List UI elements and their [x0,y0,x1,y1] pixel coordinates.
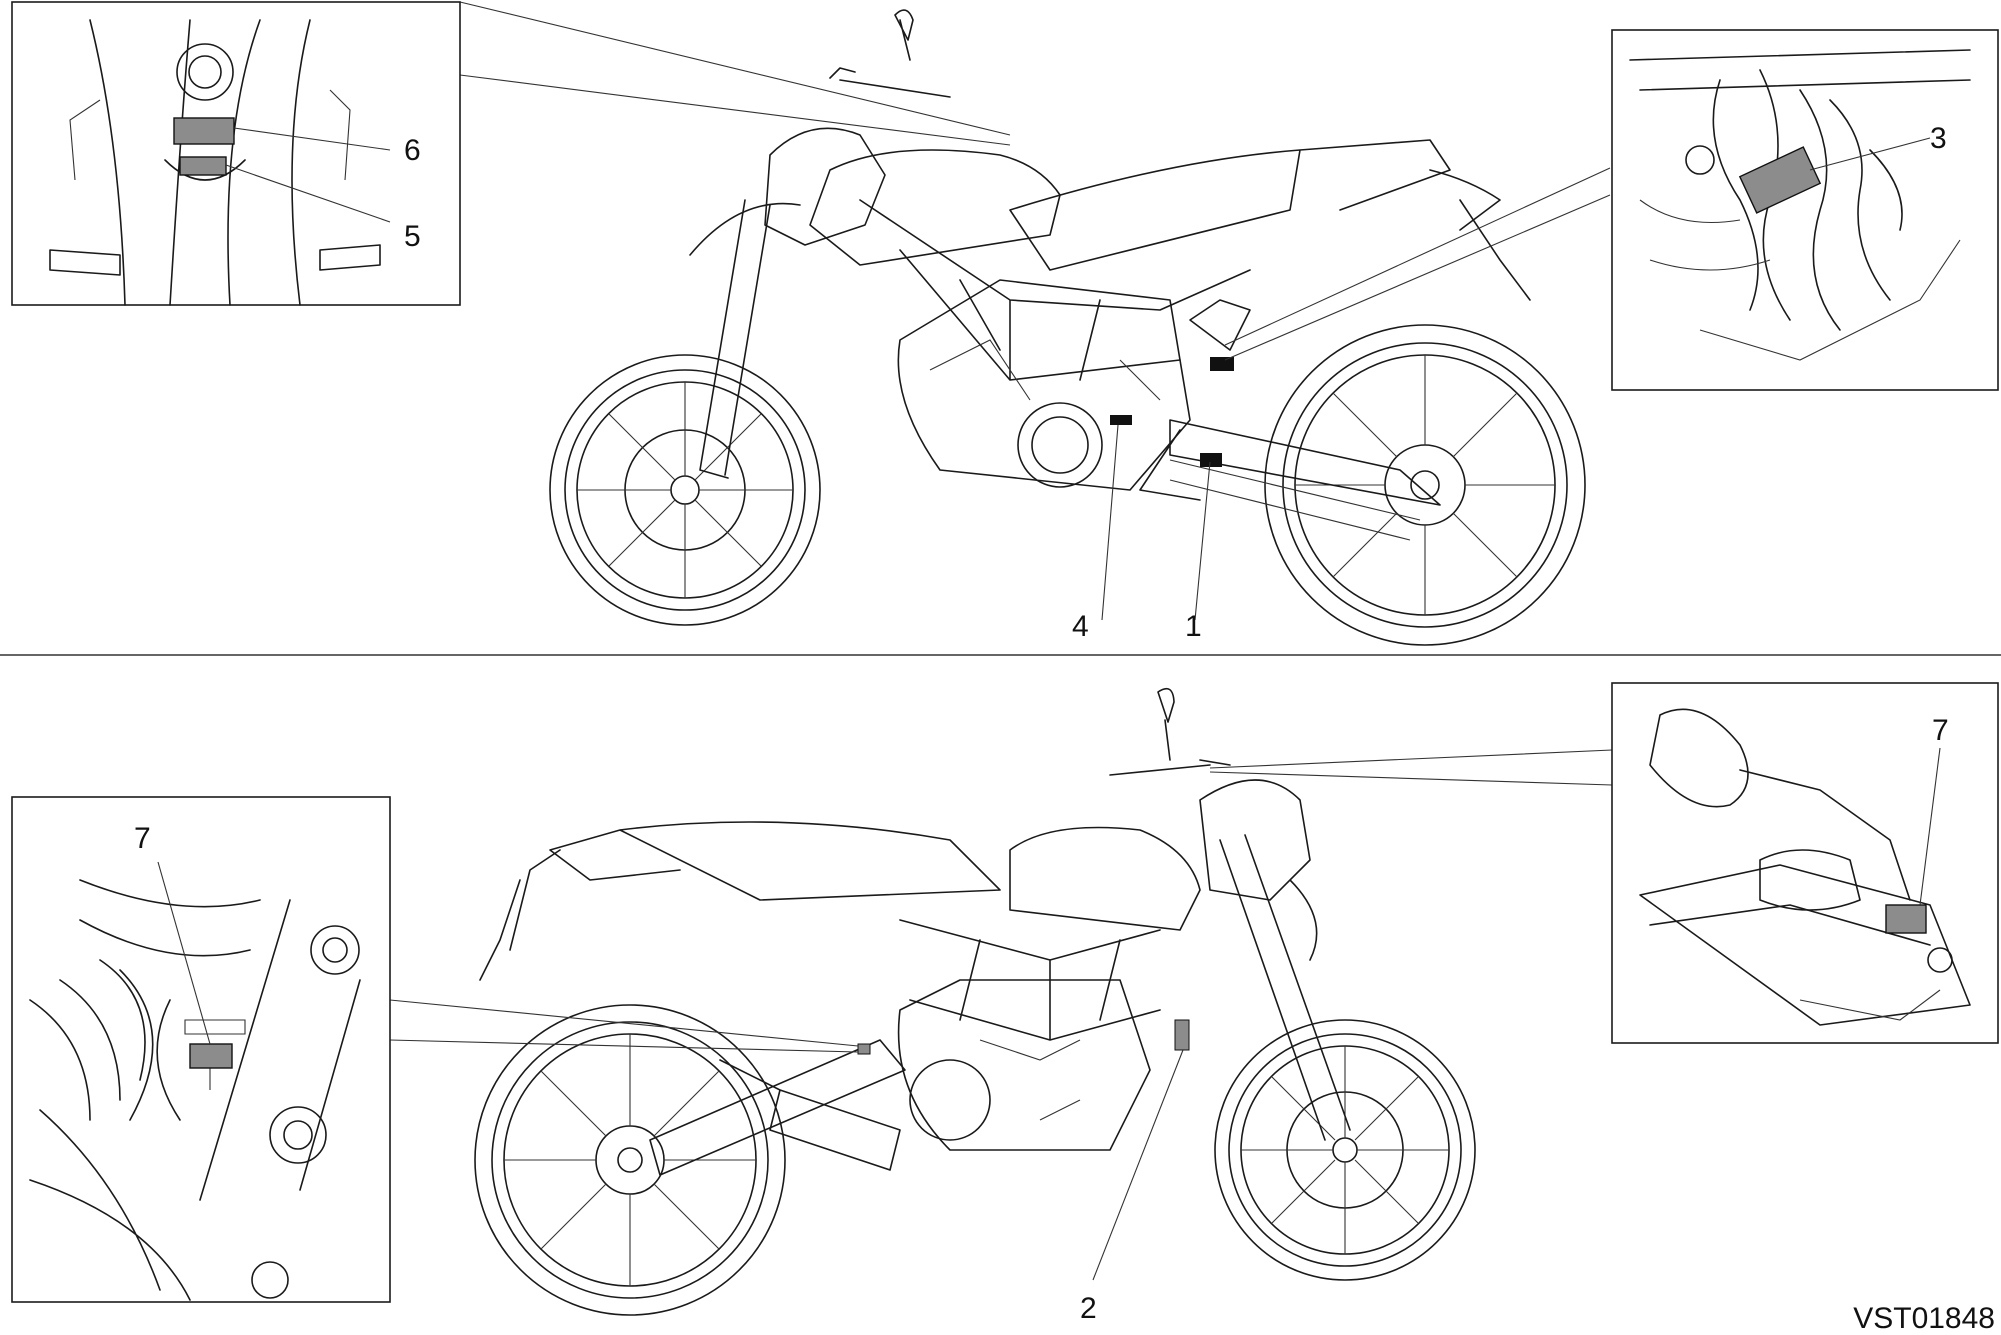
motorcycle-right-side-view [549,9,1586,646]
front-fairing-left [1199,779,1318,961]
front-fork [699,199,771,479]
inset-bottom-right [1611,682,1999,1044]
swingarm [1139,419,1441,506]
rear-wheel [1264,324,1586,646]
front-wheel [549,354,821,626]
label-patch-7-inset-left [189,1043,233,1069]
engine-left [897,979,1151,1151]
label-patch-3 [1210,357,1234,371]
label-patch-1 [1200,453,1222,467]
trellis-frame-left [899,919,1161,1041]
figure-code: VST01848 [1853,1302,1995,1335]
chain [1169,459,1421,541]
tail [1429,169,1531,301]
label-patch-5 [179,156,227,176]
inset-top-right [1611,29,1999,391]
callout-2: 2 [1080,1292,1097,1325]
callout-7-left: 7 [134,822,151,855]
leader-lines-top [459,1,1611,621]
swingarm-left [649,1039,906,1176]
front-fork-left [1219,834,1351,1141]
callout-5: 5 [404,220,421,253]
tail-left [479,849,561,981]
rear-shock [1189,299,1251,351]
motorcycle-left-side-view [474,687,1476,1316]
trellis-frame [859,199,1251,381]
callout-7-right: 7 [1932,714,1949,747]
label-patch-7-bike [857,1043,871,1055]
engine [897,279,1191,491]
exhaust-left [719,1059,901,1171]
inset-bottom-left [11,796,391,1303]
front-wheel-left [1214,1019,1476,1281]
fuel-tank-left [1009,826,1201,931]
handlebar [829,9,951,98]
leader-lines-bottom [389,749,1613,1281]
seat [1009,139,1451,271]
label-patch-2 [1174,1019,1190,1051]
callout-4: 4 [1072,610,1089,643]
handlebar-left [1109,687,1231,776]
callout-3: 3 [1930,122,1947,155]
label-patch-3-inset [1738,146,1822,214]
callout-6: 6 [404,134,421,167]
label-patch-6 [173,117,235,145]
inset-top-left [11,1,461,306]
fuel-tank [809,149,1061,266]
rear-wheel-left [474,1004,786,1316]
seat-left [549,821,1001,901]
label-patch-4 [1110,415,1132,425]
front-fairing [689,127,886,256]
callout-1: 1 [1185,610,1202,643]
label-patch-7-inset-right [1885,904,1927,934]
